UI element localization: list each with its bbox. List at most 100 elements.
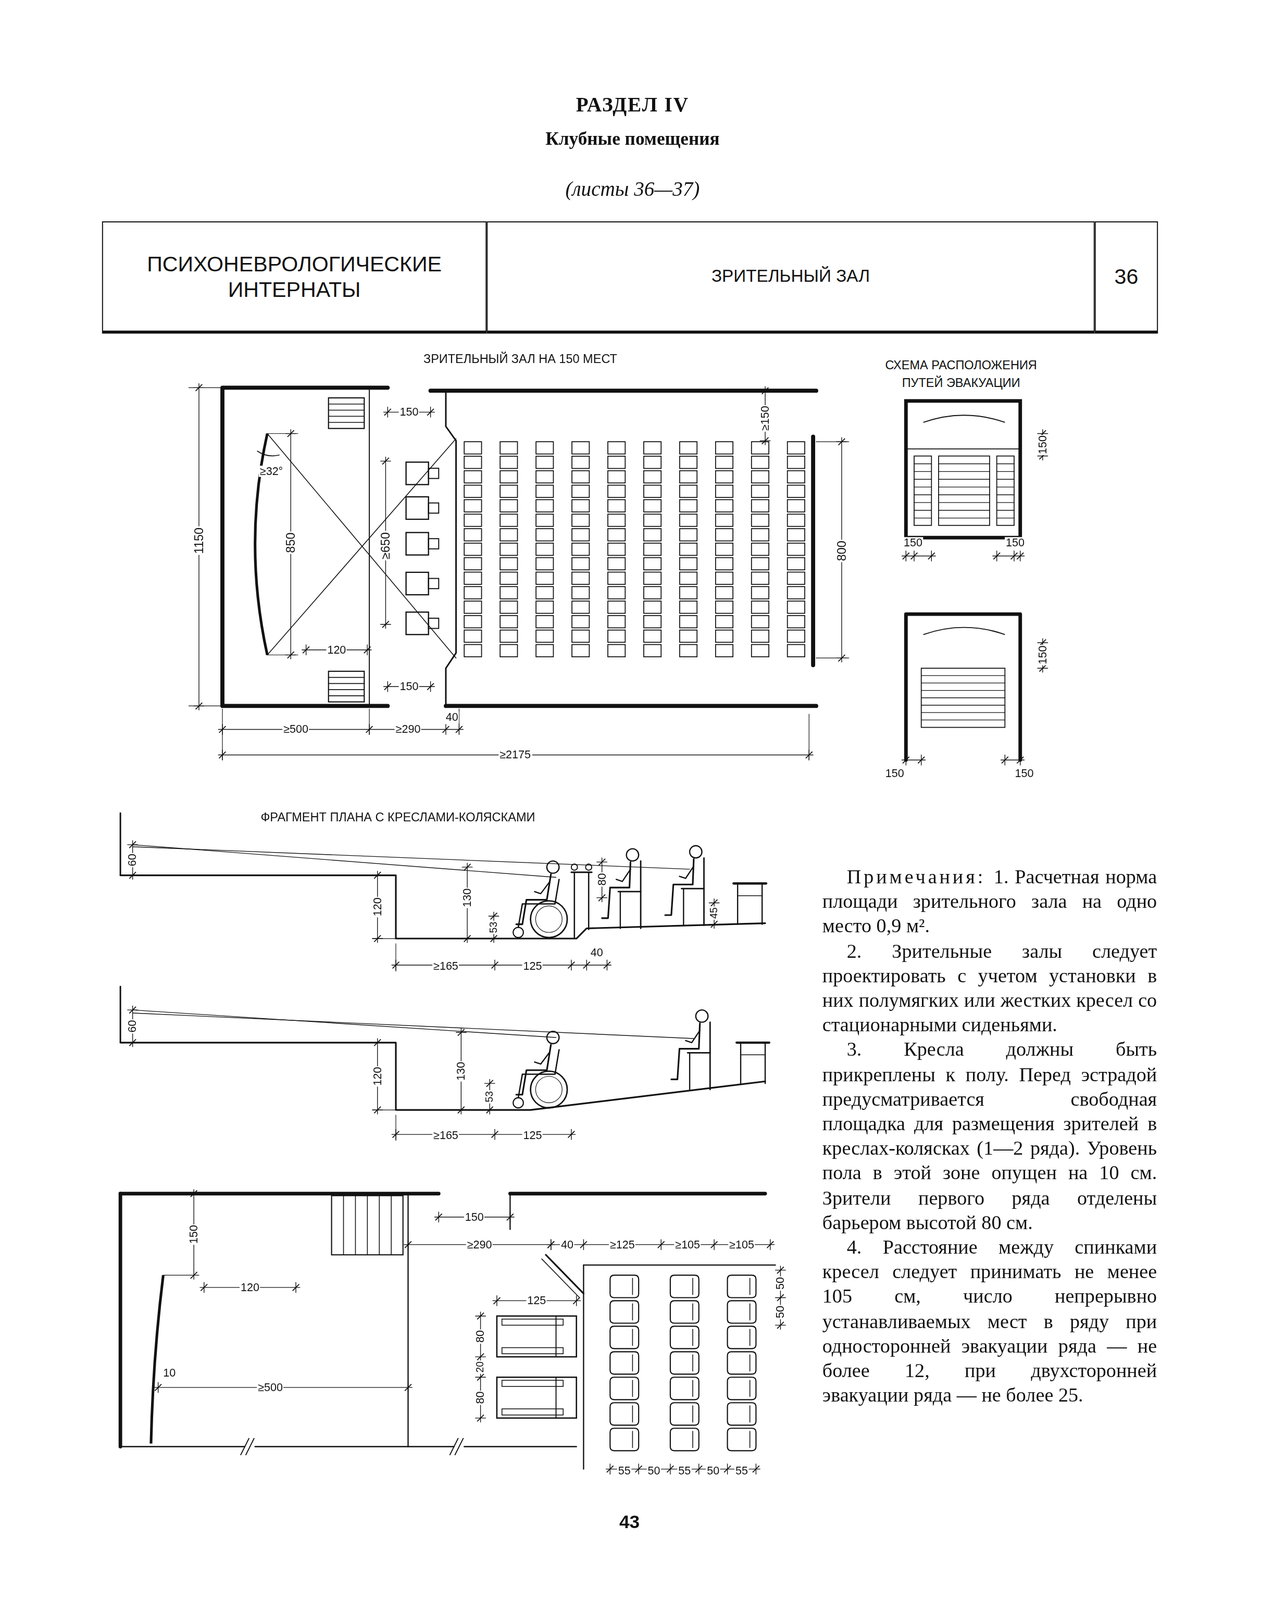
seat-row xyxy=(938,509,990,511)
seat-symbol xyxy=(679,441,697,455)
extension-line xyxy=(395,1115,396,1141)
seat-symbol xyxy=(643,543,661,556)
seat-block xyxy=(914,456,932,526)
wheelchair-wheel xyxy=(530,901,568,939)
seat-symbol xyxy=(679,644,697,658)
extension-line xyxy=(267,654,298,656)
seat-row xyxy=(996,494,1015,495)
wall-line xyxy=(509,1191,766,1196)
dimension-tick xyxy=(435,1214,442,1221)
break-mark xyxy=(455,1438,464,1455)
dimension-tick xyxy=(477,1374,484,1381)
projector-booth xyxy=(406,612,429,635)
seat-symbol xyxy=(715,528,733,542)
seat-symbol xyxy=(535,528,554,542)
dimension-tick xyxy=(219,726,226,733)
seat-symbol xyxy=(464,557,482,571)
seat-back xyxy=(692,1431,694,1448)
desk-leg xyxy=(737,883,739,925)
seat-symbol xyxy=(607,601,626,614)
dimension-tick xyxy=(477,1313,484,1320)
stair-step xyxy=(355,1195,357,1256)
seat-symbol xyxy=(787,586,805,599)
dimension-tick xyxy=(753,1466,760,1473)
dimension-tick xyxy=(604,962,611,969)
barrier-line xyxy=(545,1254,584,1294)
seat-symbol xyxy=(787,514,805,527)
screen-arc xyxy=(923,627,1006,635)
dimension-tick xyxy=(580,1241,588,1248)
wall-line xyxy=(255,1445,455,1447)
cell-text: ЗРИТЕЛЬНЫЙ ЗАЛ xyxy=(711,266,870,287)
seat-symbol xyxy=(464,470,482,484)
wheelchair-caster xyxy=(513,1097,524,1109)
projector-port xyxy=(428,538,440,549)
stair-symbol xyxy=(328,671,365,703)
seat-back xyxy=(749,1431,751,1448)
seat-row xyxy=(996,486,1015,488)
sight-line xyxy=(132,1009,557,1038)
dimension-label: 80 xyxy=(475,1329,487,1344)
dimension-tick xyxy=(710,900,718,907)
projector-booth xyxy=(406,572,429,595)
seat-symbol xyxy=(787,441,805,455)
dimension-label: 55 xyxy=(617,1465,632,1478)
seat-row xyxy=(938,517,990,519)
dimension-label: 60 xyxy=(127,852,139,868)
figure-arm xyxy=(616,869,631,882)
screen-arc xyxy=(151,1275,164,1444)
seat-symbol xyxy=(715,456,733,469)
dimension-tick xyxy=(918,756,925,764)
seat-symbol xyxy=(607,456,626,469)
sight-line xyxy=(267,438,456,655)
wall-line xyxy=(120,1191,439,1196)
projector-port xyxy=(428,578,440,590)
seat-symbol xyxy=(679,470,697,484)
dimension-tick xyxy=(777,1294,784,1302)
dimension-tick xyxy=(190,1190,197,1197)
dimension-label: 50 xyxy=(775,1276,787,1291)
dimension-label: 150 xyxy=(902,537,924,549)
seat-symbol xyxy=(607,571,626,585)
seat-symbol xyxy=(643,557,661,571)
dimension-label: ≥32° xyxy=(258,465,284,478)
seat-symbol xyxy=(607,557,626,571)
seat-symbol xyxy=(787,470,805,484)
seat-symbol xyxy=(679,456,697,469)
seat-symbol xyxy=(607,615,626,629)
seat-symbol xyxy=(727,1326,757,1349)
seat-symbol xyxy=(670,1300,699,1323)
stair-step xyxy=(343,1195,345,1256)
seat-symbol xyxy=(751,499,769,513)
dimension-tick xyxy=(382,457,390,465)
dimension-tick xyxy=(456,726,463,733)
dimension-tick xyxy=(493,1297,501,1305)
dimension-tick xyxy=(695,1466,703,1473)
notes-column: Примечания:1. Расчетная норма площади зр… xyxy=(822,865,1157,1409)
seat-row xyxy=(938,471,990,472)
barrier-knob xyxy=(585,864,592,871)
sight-line xyxy=(132,1013,694,1039)
seat-symbol xyxy=(500,499,518,513)
wheelchair-frame xyxy=(518,1050,559,1098)
wheelchair-wheel xyxy=(535,905,563,933)
seat-symbol xyxy=(727,1402,757,1426)
seat-symbol xyxy=(571,499,590,513)
sight-line xyxy=(132,846,690,870)
seat-symbol xyxy=(535,601,554,614)
extension-line xyxy=(267,433,298,434)
seat-symbol xyxy=(715,630,733,643)
dimension-label: 40 xyxy=(559,1239,575,1251)
wall-line xyxy=(583,1264,776,1266)
extension-line xyxy=(188,705,221,707)
seat-symbol xyxy=(670,1351,699,1375)
dimension-label: ≥290 xyxy=(394,723,422,736)
page-number: 43 xyxy=(618,1513,641,1532)
figure-head xyxy=(546,860,560,874)
figure-body xyxy=(671,1023,701,1080)
dimension-tick xyxy=(667,1466,674,1473)
seat-row xyxy=(996,502,1015,503)
extension-line xyxy=(395,943,396,972)
seat-back xyxy=(749,1329,751,1346)
